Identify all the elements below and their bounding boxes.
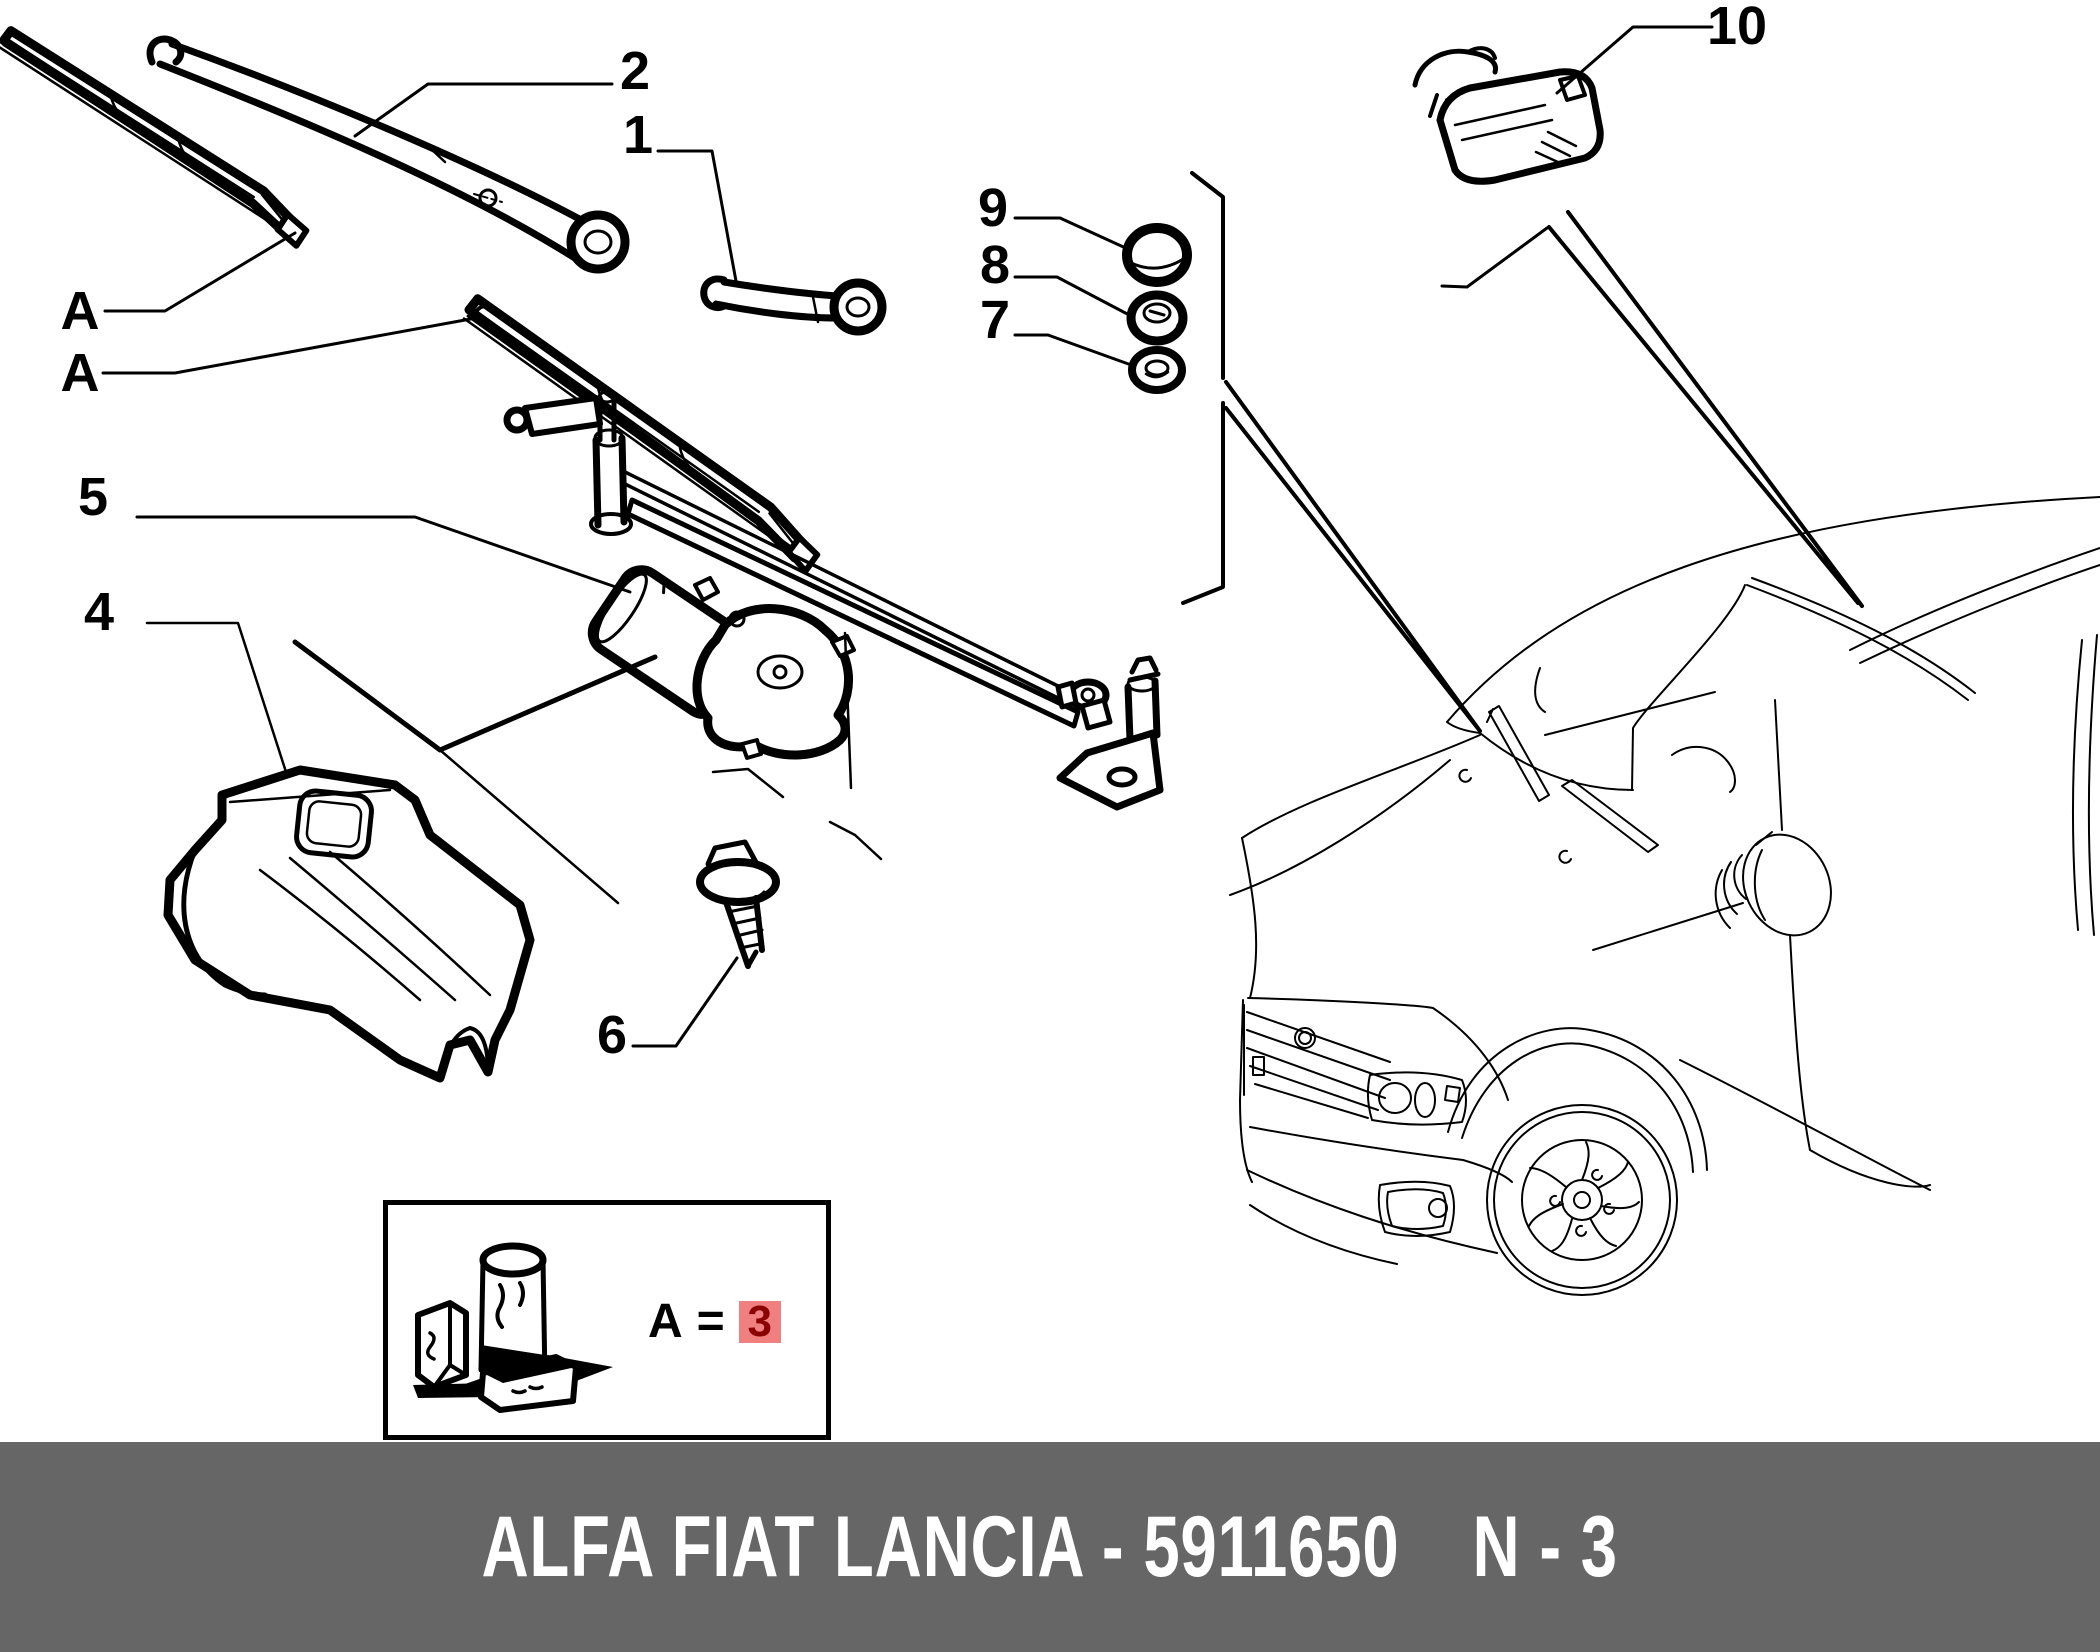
callout-part-8[interactable]: 8 bbox=[979, 235, 1011, 295]
grommet-cap-drawing bbox=[1122, 223, 1192, 287]
reference-bracket-lines bbox=[1181, 171, 1864, 733]
wiper-motor-drawing bbox=[587, 565, 856, 760]
callout-part-4[interactable]: 4 bbox=[83, 582, 115, 642]
callout-part-5[interactable]: 5 bbox=[77, 467, 109, 527]
leader-lines bbox=[101, 25, 1714, 1048]
callout-part-6[interactable]: 6 bbox=[596, 1005, 628, 1065]
linkage-rods-drawing bbox=[623, 470, 1081, 729]
legend-formula: A = 3 bbox=[648, 1294, 781, 1349]
footer-page-code: N - 3 bbox=[1472, 1498, 1619, 1595]
callout-part-9[interactable]: 9 bbox=[977, 178, 1009, 238]
linkage-right-pivot-drawing bbox=[1055, 655, 1164, 811]
fiat-adhesive-illustration bbox=[413, 1242, 613, 1413]
footer-catalog-title: ALFA FIAT LANCIA - 5911650 bbox=[481, 1498, 1400, 1595]
rain-sensor-drawing bbox=[1412, 46, 1604, 185]
fiat-box-right-drawing bbox=[478, 1354, 579, 1413]
screw-drawing bbox=[696, 839, 780, 969]
footer-bar: ALFA FIAT LANCIA - 5911650 N - 3 bbox=[0, 1442, 2100, 1652]
callout-part-1[interactable]: 1 bbox=[622, 105, 654, 165]
callout-blade-a-lower[interactable]: A bbox=[60, 343, 100, 403]
legend-highlighted-value[interactable]: 3 bbox=[738, 1297, 781, 1346]
fiat-box-left-drawing bbox=[415, 1300, 469, 1390]
callout-part-2[interactable]: 2 bbox=[619, 41, 651, 101]
callout-part-7[interactable]: 7 bbox=[979, 290, 1011, 350]
legend-label: A bbox=[648, 1295, 683, 1348]
callout-part-10[interactable]: 10 bbox=[1706, 0, 1768, 56]
wiper-arm-1-drawing bbox=[700, 275, 887, 336]
callout-blade-a-upper[interactable]: A bbox=[60, 281, 100, 341]
nut-drawing bbox=[1126, 290, 1188, 346]
car-illustration bbox=[1229, 496, 2100, 1296]
wiper-arm-2-drawing bbox=[146, 35, 630, 274]
washer-drawing bbox=[1128, 346, 1186, 394]
legend-equals: = bbox=[696, 1295, 725, 1348]
legend-box bbox=[383, 1200, 831, 1440]
wiper-blade-2-drawing bbox=[462, 294, 821, 575]
cover-shield-drawing bbox=[163, 765, 535, 1083]
linkage-left-pivot-drawing bbox=[503, 390, 633, 536]
wiper-blade-1-drawing bbox=[0, 26, 310, 249]
footer-title: ALFA FIAT LANCIA - 5911650 N - 3 bbox=[482, 1498, 1618, 1597]
